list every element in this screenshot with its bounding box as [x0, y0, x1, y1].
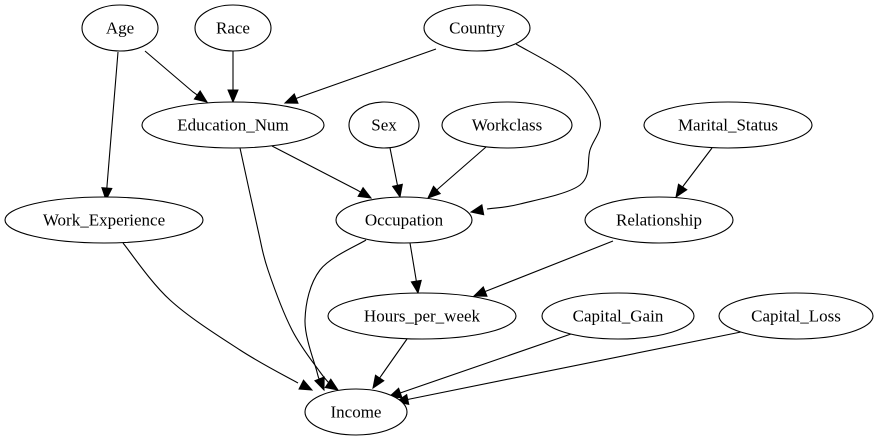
edge-occupation-to-hours-per-week [409, 242, 422, 295]
edge-line [399, 333, 572, 394]
node-ellipse [194, 4, 272, 52]
node-label: Capital_Loss [751, 307, 841, 326]
node-education-num: Education_Num [141, 101, 325, 149]
edge-workclass-to-occupation [427, 146, 487, 199]
edge-relationship-to-hours-per-week [472, 240, 614, 297]
edge-line [486, 43, 601, 210]
node-marital-status: Marital_Status [643, 101, 813, 149]
edge-line [409, 242, 417, 283]
node-ellipse [327, 292, 517, 340]
node-ellipse [81, 4, 159, 52]
arrowhead [427, 185, 442, 199]
edge-line [389, 147, 399, 187]
edge-line [378, 338, 408, 380]
edge-line [144, 50, 199, 97]
edge-age-to-education-num [144, 50, 209, 103]
edge-line [304, 239, 367, 381]
node-ellipse [441, 101, 573, 149]
node-label: Race [216, 19, 250, 38]
arrowhead [227, 89, 239, 104]
node-label: Education_Num [177, 116, 288, 135]
node-race: Race [194, 4, 272, 52]
arrowhead [469, 204, 485, 216]
arrowhead [472, 286, 488, 297]
arrowhead [675, 183, 688, 199]
node-income: Income [304, 388, 408, 436]
arrowhead [101, 187, 113, 202]
node-label: Relationship [616, 211, 702, 230]
node-relationship: Relationship [584, 196, 734, 244]
arrowhead [193, 90, 209, 103]
edge-race-to-education-num [227, 51, 239, 104]
node-label: Occupation [365, 211, 444, 230]
node-capital-gain: Capital_Gain [541, 292, 695, 340]
edge-sex-to-occupation [389, 147, 404, 199]
node-label: Country [449, 19, 505, 38]
edge-line [681, 147, 713, 189]
arrowhead [410, 279, 422, 295]
edge-line [106, 51, 119, 190]
node-ellipse [4, 196, 204, 244]
edge-line [271, 145, 362, 194]
arrowhead [314, 376, 325, 392]
node-ellipse [584, 196, 734, 244]
edge-marital-status-to-relationship [675, 147, 713, 199]
edge-capital-gain-to-income [387, 333, 572, 399]
edge-education-num-to-occupation [271, 145, 373, 199]
node-ellipse [348, 101, 420, 149]
node-label: Sex [371, 116, 397, 135]
node-label: Hours_per_week [364, 307, 481, 326]
node-workclass: Workclass [441, 101, 573, 149]
edge-capital-loss-to-income [394, 331, 742, 406]
node-ellipse [304, 388, 408, 436]
node-sex: Sex [348, 101, 420, 149]
edge-age-to-work-experience [101, 51, 119, 202]
node-label: Work_Experience [43, 211, 165, 230]
edges-layer [101, 43, 742, 406]
arrowhead [391, 183, 404, 199]
edge-education-num-to-income [239, 147, 340, 391]
node-ellipse [718, 292, 874, 340]
node-work-experience: Work_Experience [4, 196, 204, 244]
edge-line [295, 48, 437, 100]
edge-country-to-occupation [469, 43, 601, 216]
edge-line [239, 147, 333, 387]
edge-occupation-to-income [304, 239, 367, 392]
node-occupation: Occupation [335, 196, 473, 244]
node-age: Age [81, 4, 159, 52]
edge-line [406, 331, 742, 401]
node-label: Capital_Gain [573, 307, 664, 326]
arrowhead [298, 379, 314, 391]
arrowhead [283, 93, 299, 104]
arrowhead [372, 374, 385, 390]
node-label: Marital_Status [678, 116, 778, 135]
node-ellipse [541, 292, 695, 340]
edge-line [484, 240, 614, 293]
edge-country-to-education-num [283, 48, 437, 104]
edge-work-experience-to-income [122, 242, 314, 391]
node-ellipse [335, 196, 473, 244]
node-capital-loss: Capital_Loss [718, 292, 874, 340]
node-ellipse [643, 101, 813, 149]
arrowhead [357, 186, 373, 199]
node-hours-per-week: Hours_per_week [327, 292, 517, 340]
edge-line [122, 242, 299, 384]
node-label: Age [106, 19, 134, 38]
arrowhead [324, 378, 340, 391]
node-country: Country [423, 4, 531, 52]
edge-line [435, 146, 487, 192]
node-ellipse [423, 4, 531, 52]
edge-hours-per-week-to-income [372, 338, 408, 390]
node-label: Income [331, 403, 382, 422]
node-label: Workclass [472, 116, 542, 135]
node-ellipse [141, 101, 325, 149]
